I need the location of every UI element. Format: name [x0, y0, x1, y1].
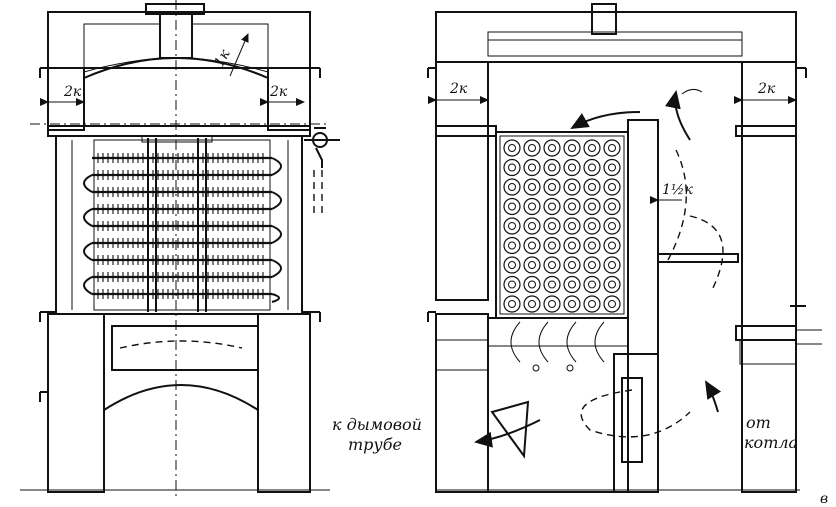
from-boiler-line2: котла	[744, 433, 798, 452]
left-lower-wall-left	[47, 313, 105, 493]
left-gap-left-label: 2к	[63, 84, 82, 100]
right-lower-chamber	[487, 317, 629, 493]
right-wall-left	[435, 61, 489, 301]
valve-icon	[304, 127, 340, 214]
left-chimney-collar	[145, 3, 205, 15]
left-tube-bank	[83, 135, 282, 312]
left-bottom-box	[111, 325, 259, 371]
right-top-insulation	[487, 31, 743, 57]
flue-label-line1: к дымовой	[332, 415, 422, 434]
from-boiler-line1: от	[746, 413, 771, 432]
right-wall-left-lower	[435, 313, 489, 493]
left-arch	[83, 57, 269, 79]
left-top-slab	[47, 11, 311, 69]
left-arch-label: 1к	[211, 47, 234, 70]
left-lower-wall-right	[257, 313, 311, 493]
baffle-label: 1½к	[662, 182, 693, 198]
corner-mark: в	[820, 491, 828, 507]
right-chimney-pipe	[591, 3, 617, 35]
right-gap-right-label: 2к	[757, 81, 776, 97]
right-gap-left-label: 2к	[449, 81, 468, 97]
left-gap-right-label: 2к	[269, 84, 288, 100]
right-wall-right	[741, 61, 797, 493]
left-section-view: 2к 2к 1к к дымовой трубе	[20, 0, 422, 496]
left-bottom-arch	[103, 384, 259, 411]
right-tube-block	[495, 131, 629, 319]
flue-label-line2: трубе	[348, 435, 402, 454]
right-baffle-wall	[627, 119, 659, 355]
right-section-view: 2к 2к 1½к от котла	[427, 3, 822, 493]
